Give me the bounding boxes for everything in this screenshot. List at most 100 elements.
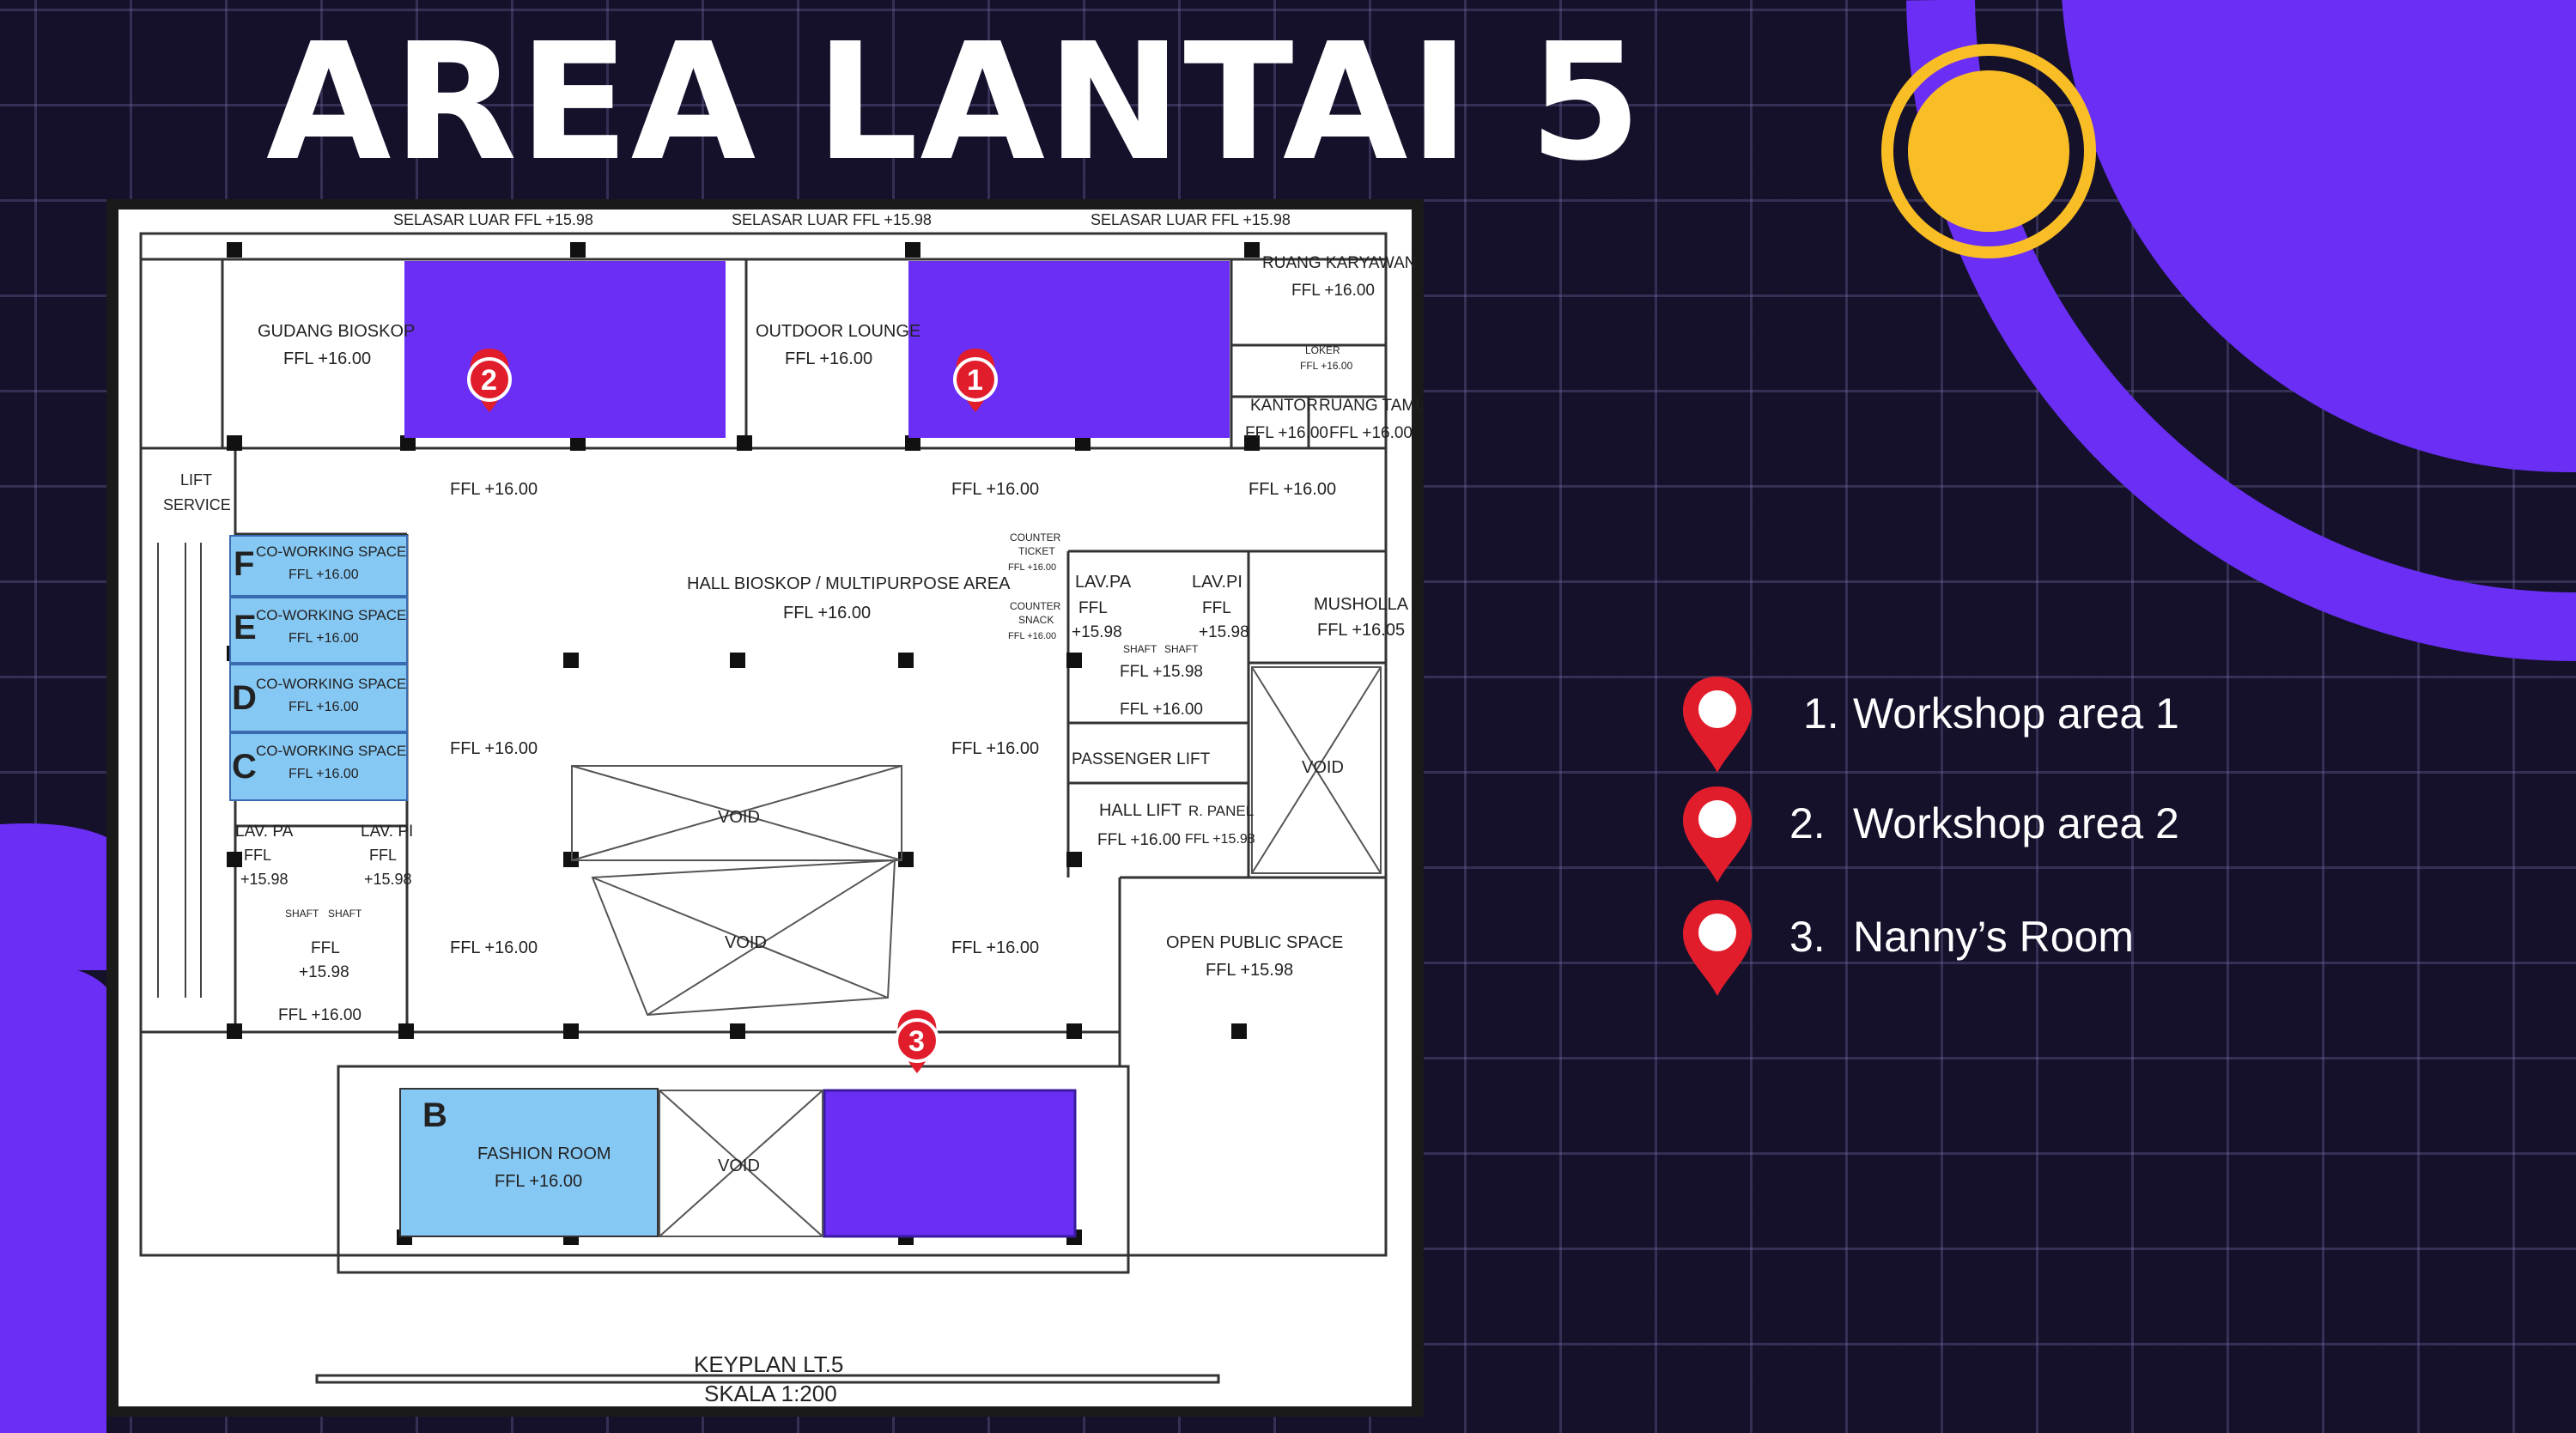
label-lav-pa-ffl: FFL (1078, 599, 1108, 617)
label-counter-ticket-2: TICKET (1018, 545, 1055, 557)
label-cowork-d-ffl: FFL +16.00 (289, 700, 359, 714)
zone-letter-b: B (422, 1096, 447, 1134)
floor-plan: SELASAR LUAR FFL +15.98 SELASAR LUAR FFL… (106, 199, 1424, 1417)
label-void-upper: VOID (718, 808, 760, 827)
label-cowork-e: CO-WORKING SPACE (256, 607, 406, 623)
label-karyawan: RUANG KARYAWAN (1262, 254, 1416, 272)
label-void-right: VOID (1302, 758, 1344, 777)
label-open-public: OPEN PUBLIC SPACE (1166, 933, 1343, 952)
label-cowork-c-ffl: FFL +16.00 (289, 767, 359, 781)
label-lav-pi-lower-ffl: FFL (369, 847, 397, 864)
marker-3-label: 3 (908, 1025, 925, 1058)
label-r-panel: R. PANEL (1188, 803, 1254, 819)
zone-letter-c: C (232, 748, 257, 786)
legend-item-nanny-room[interactable]: 3. Nanny’s Room (1683, 896, 2456, 999)
label-shaft-lower-1: SHAFT (285, 908, 319, 920)
label-lav-pa-lower-ffl: FFL (244, 847, 271, 864)
legend-item-workshop-2[interactable]: 2. Workshop area 2 (1683, 783, 2456, 886)
label-kantor-ffl: FFL +16.00 (1245, 424, 1328, 442)
label-shaft-lower-2: SHAFT (328, 908, 362, 920)
label-ffl-top-mid: FFL +16.00 (951, 480, 1039, 499)
label-counter-snack-ffl: FFL +16.00 (1008, 631, 1056, 641)
label-lav-pi-lower-level: +15.98 (364, 871, 412, 888)
legend-number: 3. (1789, 913, 1826, 961)
marker-2-label: 2 (481, 364, 497, 397)
label-lav-ffl-1600: FFL +16.00 (1120, 701, 1203, 719)
label-cowork-f-ffl: FFL +16.00 (289, 568, 359, 582)
label-ffl-mid-left: FFL +16.00 (450, 739, 538, 758)
label-lav-pi: LAV.PI (1192, 573, 1242, 592)
label-open-public-ffl: FFL +15.98 (1206, 961, 1293, 980)
label-selasar-left: SELASAR LUAR FFL +15.98 (393, 211, 593, 228)
label-cowork-d: CO-WORKING SPACE (256, 676, 406, 692)
page-title: AREA LANTAI 5 (266, 9, 1643, 197)
label-hall-lift-ffl: FFL +16.00 (1097, 831, 1181, 849)
zone-letter-d: D (232, 679, 257, 717)
legend-label: Workshop area 2 (1853, 799, 2179, 847)
label-cowork-c: CO-WORKING SPACE (256, 743, 406, 759)
map-pin-icon (1683, 786, 1752, 883)
label-ffl-lower: FFL (311, 939, 340, 957)
coworking-spaces (229, 535, 408, 801)
label-lav-pi-ffl: FFL (1202, 599, 1231, 617)
label-void-bottom: VOID (718, 1157, 760, 1175)
label-counter-snack-2: SNACK (1018, 614, 1054, 626)
label-cowork-e-ffl: FFL +16.00 (289, 631, 359, 646)
label-cowork-f: CO-WORKING SPACE (256, 543, 406, 560)
label-counter-snack-1: COUNTER (1010, 600, 1061, 612)
marker-3[interactable]: 3 (895, 1010, 939, 1073)
label-gudang: GUDANG BIOSKOP (258, 322, 415, 341)
label-r-panel-ffl: FFL +15.98 (1185, 832, 1255, 847)
label-lav-pi-lower: LAV. PI (361, 823, 413, 841)
label-shaft-1: SHAFT (1123, 643, 1157, 655)
map-pin-icon (1683, 900, 1752, 996)
decor-circle-large (2062, 0, 2576, 472)
label-counter-ticket-1: COUNTER (1010, 531, 1061, 543)
label-lav-pa-level: +15.98 (1072, 623, 1122, 641)
legend-number: 1. (1803, 689, 1839, 738)
label-ffl-top-left: FFL +16.00 (450, 480, 538, 499)
legend-number: 2. (1789, 799, 1826, 847)
label-lav-pa-lower-level: +15.98 (240, 871, 289, 888)
label-ffl-low-right: FFL +16.00 (951, 938, 1039, 957)
workshop-area-2-highlight (404, 261, 726, 438)
label-void-lower: VOID (725, 933, 767, 952)
legend-item-workshop-1[interactable]: 1. Workshop area 1 (1683, 673, 2456, 776)
label-lav-ffl-1598: FFL +15.98 (1120, 663, 1203, 681)
label-ffl-lower-1600: FFL +16.00 (278, 1006, 361, 1024)
label-loker-ffl: FFL +16.00 (1300, 360, 1353, 372)
label-loker: LOKER (1305, 344, 1340, 356)
label-lav-pa-lower: LAV. PA (235, 823, 294, 841)
decor-blob-left-lower (0, 963, 106, 1433)
label-lift-service-2: SERVICE (163, 496, 231, 513)
legend-label: Workshop area 1 (1853, 689, 2179, 738)
label-lav-pi-level: +15.98 (1199, 623, 1249, 641)
label-tamu: RUANG TAMU (1319, 397, 1424, 415)
zone-letter-e: E (234, 609, 257, 647)
label-fashion: FASHION ROOM (477, 1145, 611, 1163)
label-gudang-ffl: FFL +16.00 (283, 349, 371, 368)
label-counter-ticket-ffl: FFL +16.00 (1008, 562, 1056, 573)
label-kantor: KANTOR (1250, 397, 1318, 415)
nanny-room-highlight (823, 1089, 1077, 1238)
label-shaft-2: SHAFT (1164, 643, 1199, 655)
label-mushola: MUSHOLLA (1314, 595, 1409, 614)
label-hall-ffl: FFL +16.00 (783, 604, 871, 622)
marker-1[interactable]: 1 (953, 349, 998, 412)
label-outdoor: OUTDOOR LOUNGE (756, 322, 920, 341)
label-ffl-top-right: FFL +16.00 (1249, 480, 1336, 499)
decor-sun (1908, 70, 2069, 232)
label-ffl-low-left: FFL +16.00 (450, 938, 538, 957)
keyplan-title: KEYPLAN LT.5 (694, 1351, 843, 1377)
marker-2[interactable]: 2 (467, 349, 512, 412)
map-pin-icon (1683, 677, 1752, 773)
floorplan-voids (571, 666, 1382, 1237)
label-fashion-ffl: FFL +16.00 (495, 1172, 582, 1191)
label-passenger-lift: PASSENGER LIFT (1072, 750, 1211, 768)
keyplan-scale: SKALA 1:200 (704, 1381, 837, 1406)
legend-label: Nanny’s Room (1853, 913, 2135, 961)
decor-blob-left-upper (0, 823, 106, 970)
label-selasar-right: SELASAR LUAR FFL +15.98 (1091, 211, 1291, 228)
label-lift-service-1: LIFT (180, 471, 212, 489)
